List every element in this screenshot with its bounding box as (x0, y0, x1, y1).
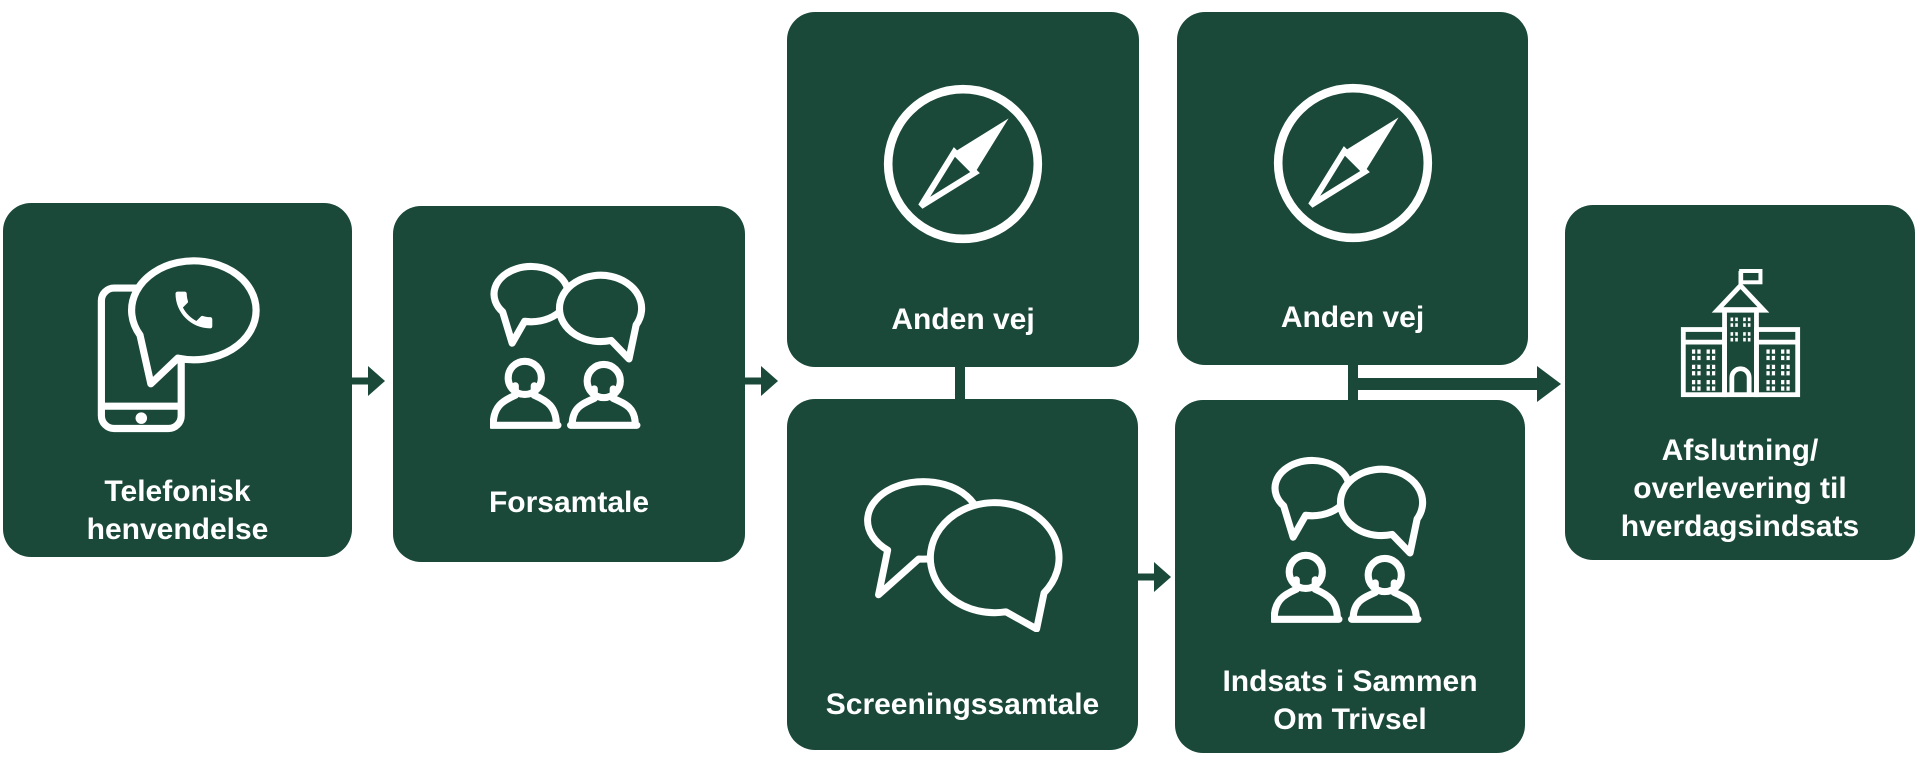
label-line: Forsamtale (488, 486, 650, 519)
node-icon-area (1565, 205, 1915, 432)
node-icon-area (1177, 12, 1528, 299)
compass-icon (1273, 83, 1432, 242)
flow-arrow-long-icon (1348, 360, 1561, 402)
label-line: overlevering til (1633, 472, 1847, 505)
connector-line (955, 363, 965, 403)
node-icon-area (1175, 400, 1525, 663)
compass-icon (883, 84, 1043, 243)
node-indsats-sammen-om-trivsel: Indsats i Sammen Om Trivsel (1175, 400, 1525, 753)
node-anden-vej-right: Anden vej (1177, 12, 1528, 365)
label-line: henvendelse (86, 513, 269, 546)
node-icon-area (393, 206, 745, 484)
node-telefonisk-henvendelse: Telefonisk henvendelse (3, 203, 352, 557)
chat-bubbles-icon (863, 478, 1062, 632)
smartphone-chat-icon (97, 256, 260, 432)
node-label: Anden vej (787, 301, 1139, 367)
node-label: Indsats i Sammen Om Trivsel (1175, 663, 1525, 753)
node-forsamtale: Forsamtale (393, 206, 745, 562)
node-icon-area (787, 399, 1138, 686)
label-line: Om Trivsel (1273, 703, 1427, 736)
node-icon-area (3, 203, 352, 473)
school-building-icon (1680, 268, 1800, 398)
label-line: Screeningssamtale (825, 688, 1100, 721)
people-conversation-icon (1271, 456, 1427, 623)
label-line: Indsats i Sammen (1222, 665, 1478, 698)
label-line: Anden vej (1280, 301, 1425, 334)
node-label: Forsamtale (393, 484, 745, 562)
label-line: Anden vej (891, 303, 1035, 336)
node-afslutning-overlevering: Afslutning/ overlevering til hverdagsind… (1565, 205, 1915, 560)
flow-arrow-icon (352, 366, 385, 396)
node-label: Telefonisk henvendelse (3, 473, 352, 557)
node-label: Screeningssamtale (787, 686, 1138, 750)
people-conversation-icon (490, 262, 646, 429)
node-icon-area (787, 12, 1139, 301)
label-line: hverdagsindsats (1620, 510, 1860, 543)
flow-arrow-icon (745, 366, 778, 396)
node-label: Afslutning/ overlevering til hverdagsind… (1565, 432, 1915, 560)
node-label: Anden vej (1177, 299, 1528, 365)
label-line: Afslutning/ (1661, 434, 1819, 467)
label-line: Telefonisk (104, 475, 251, 508)
flow-arrow-icon (1138, 562, 1171, 592)
node-anden-vej-top: Anden vej (787, 12, 1139, 367)
node-screeningssamtale: Screeningssamtale (787, 399, 1138, 750)
